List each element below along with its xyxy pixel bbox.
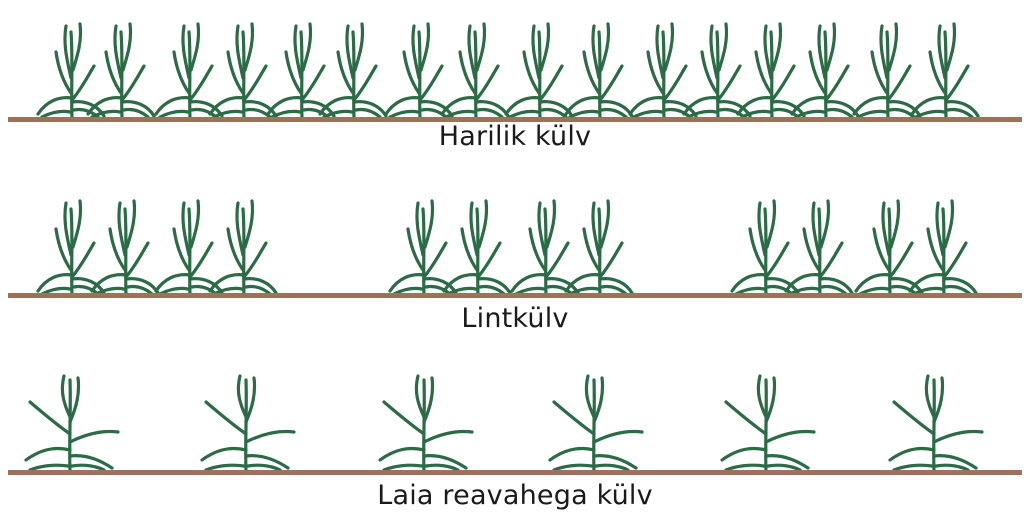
row-band-sowing xyxy=(8,201,1022,298)
row-label-wide-row-sowing: Laia reavahega külv xyxy=(0,482,1030,509)
plant-icon xyxy=(268,24,334,118)
plants-row-3 xyxy=(26,376,982,472)
plant-icon xyxy=(912,24,978,118)
plant-icon xyxy=(202,376,294,472)
soil-line xyxy=(8,470,1022,475)
plant-icon xyxy=(890,376,982,472)
plant-icon xyxy=(854,24,920,118)
plant-icon xyxy=(386,24,452,118)
plant-icon xyxy=(684,24,750,118)
plant-icon xyxy=(506,24,572,118)
plant-icon xyxy=(444,201,510,295)
row-label-band-sowing: Lintkülv xyxy=(0,305,1030,332)
plant-icon xyxy=(786,201,852,295)
plant-icon xyxy=(380,376,472,472)
plant-icon xyxy=(156,24,222,118)
plant-icon xyxy=(38,24,104,118)
plant-icon xyxy=(550,376,642,472)
plant-icon xyxy=(566,24,632,118)
plant-icon xyxy=(92,201,158,295)
plant-icon xyxy=(732,201,798,295)
plant-icon xyxy=(88,24,154,118)
plant-icon xyxy=(26,376,118,472)
plant-icon xyxy=(390,201,456,295)
plant-icon xyxy=(792,24,858,118)
plant-icon xyxy=(512,201,578,295)
plant-icon xyxy=(566,201,632,295)
plant-icon xyxy=(630,24,696,118)
plant-icon xyxy=(210,201,276,295)
row-common-sowing xyxy=(8,24,1022,122)
plant-icon xyxy=(910,201,976,295)
plants-row-1 xyxy=(38,24,978,118)
plant-icon xyxy=(320,24,386,118)
plant-icon xyxy=(38,201,104,295)
plant-icon xyxy=(722,376,814,472)
soil-line xyxy=(8,293,1022,298)
row-wide-row-sowing xyxy=(8,376,1022,475)
plant-icon xyxy=(442,24,508,118)
row-label-common-sowing: Harilik külv xyxy=(0,123,1030,150)
plants-row-2 xyxy=(38,201,976,295)
plant-icon xyxy=(856,201,922,295)
plant-icon xyxy=(210,24,276,118)
plant-icon xyxy=(738,24,804,118)
plant-icon xyxy=(156,201,222,295)
